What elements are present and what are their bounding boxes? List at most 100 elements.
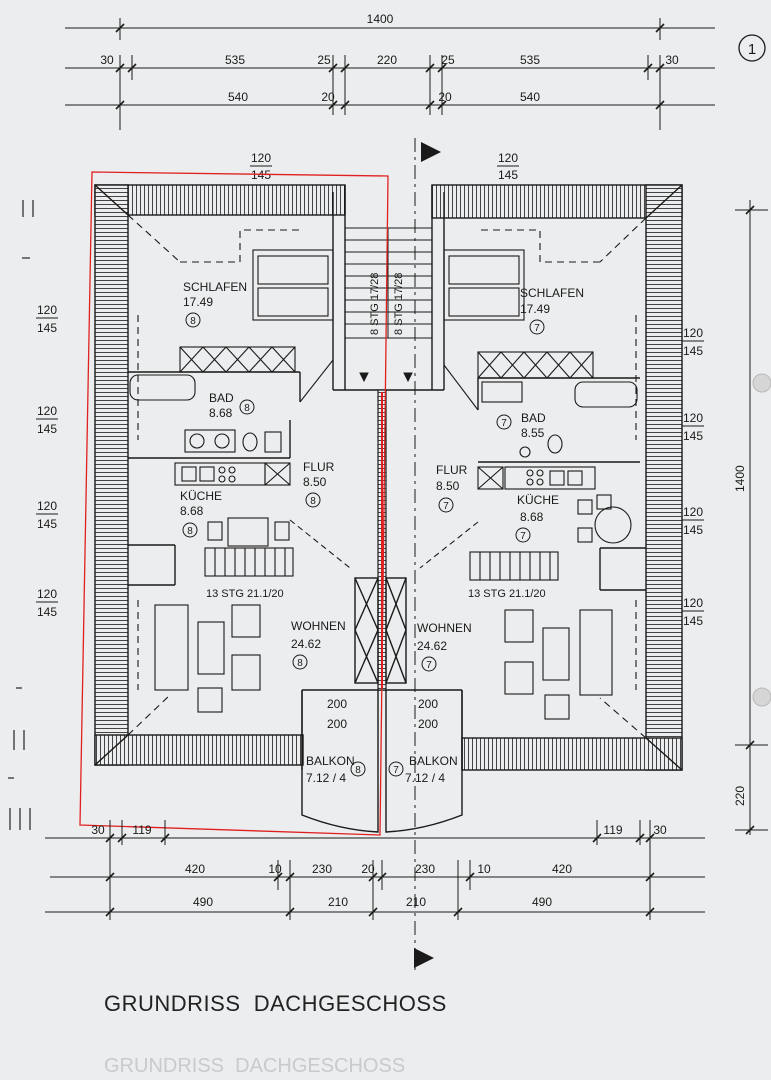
svg-text:8: 8 [310,496,316,507]
window-marks-right: 120 145 120 145 120 145 120 145 [682,326,704,628]
top-dimension-chains [65,18,715,130]
right-dimension-chain [735,200,768,835]
svg-text:210: 210 [406,895,426,909]
svg-text:17.49: 17.49 [520,302,550,316]
svg-text:24.62: 24.62 [291,637,321,651]
room-label-kueche-left: KÜCHE 8.68 8 [180,489,222,538]
window-mark-top-right: 120 145 [497,151,519,182]
svg-text:SCHLAFEN: SCHLAFEN [520,286,584,300]
svg-text:145: 145 [683,614,703,628]
binder-hole [752,687,771,707]
svg-text:120: 120 [683,326,703,340]
svg-text:8: 8 [244,403,250,414]
svg-text:BAD: BAD [521,411,546,425]
room-label-kueche-right: KÜCHE 8.68 7 [515,493,559,543]
svg-text:119: 119 [132,823,151,837]
svg-text:8: 8 [355,765,361,776]
window-marks-left: 120 145 120 145 120 145 120 145 [36,303,58,619]
svg-text:200: 200 [418,717,438,731]
svg-text:FLUR: FLUR [303,460,335,474]
svg-text:119: 119 [603,823,622,837]
top-dimension-ticks [115,23,665,110]
svg-text:20: 20 [321,90,335,104]
roof-lines [127,214,647,739]
svg-text:8.68: 8.68 [180,504,204,518]
right-furniture [419,249,638,720]
svg-text:24.62: 24.62 [417,639,447,653]
svg-text:30: 30 [91,823,105,837]
svg-text:25: 25 [441,53,455,67]
svg-text:KÜCHE: KÜCHE [517,493,559,507]
svg-text:145: 145 [498,168,518,182]
dim-top-row3: 540 20 20 540 [228,90,540,104]
svg-text:8.68: 8.68 [209,406,233,420]
svg-text:535: 535 [225,53,245,67]
svg-text:220: 220 [377,53,397,67]
svg-text:SCHLAFEN: SCHLAFEN [183,280,247,294]
svg-text:200: 200 [327,717,347,731]
balcony-dims-left: 200 200 [327,697,347,731]
svg-text:120: 120 [37,404,57,418]
svg-text:230: 230 [312,862,332,876]
svg-text:10: 10 [268,862,282,876]
svg-text:1: 1 [748,41,756,58]
svg-text:230: 230 [415,862,435,876]
svg-text:120: 120 [37,587,57,601]
svg-text:BAD: BAD [209,391,234,405]
room-label-wohnen-right: WOHNEN 24.62 7 [417,621,472,672]
dim-right-bottom: 220 [733,786,747,806]
svg-text:WOHNEN: WOHNEN [417,621,472,635]
svg-text:KÜCHE: KÜCHE [180,489,222,503]
room-label-balkon-right: 7 BALKON 7.12 / 4 [388,754,458,785]
svg-text:120: 120 [37,499,57,513]
svg-text:490: 490 [193,895,213,909]
svg-text:145: 145 [683,344,703,358]
svg-text:200: 200 [327,697,347,711]
room-label-schlafen-left: SCHLAFEN 17.49 8 [183,280,247,328]
highlight-outline [79,171,389,836]
svg-text:120: 120 [498,151,518,165]
drawing-title: GRUNDRISS DACHGESCHOSS [104,991,447,1016]
section-line [414,138,441,975]
dim-right-total: 1400 [733,465,747,492]
svg-text:8.68: 8.68 [520,510,544,524]
left-furniture [129,249,351,713]
svg-text:145: 145 [37,605,57,619]
room-label-bad-right: 7 BAD 8.55 [496,411,546,440]
svg-text:20: 20 [361,862,375,876]
svg-text:420: 420 [185,862,205,876]
svg-text:120: 120 [683,411,703,425]
svg-text:7: 7 [393,765,399,776]
svg-text:30: 30 [100,53,114,67]
stair-label-upper-left: 8 STG 17/28 [369,273,381,335]
room-label-wohnen-left: WOHNEN 24.62 8 [291,619,346,670]
exterior-walls [94,184,683,771]
svg-text:30: 30 [665,53,679,67]
svg-text:8.55: 8.55 [521,426,545,440]
svg-text:20: 20 [438,90,452,104]
bottom-dimension-ticks [105,833,655,917]
svg-text:8: 8 [297,658,303,669]
svg-text:145: 145 [683,523,703,537]
balcony-dims-right: 200 200 [418,697,438,731]
svg-text:BALKON: BALKON [306,754,355,768]
svg-text:120: 120 [683,596,703,610]
svg-text:210: 210 [328,895,348,909]
upper-stairs [344,227,433,383]
dim-bottom-row3: 490 210 210 490 [193,895,552,909]
svg-text:7: 7 [520,531,526,542]
svg-text:25: 25 [317,53,331,67]
svg-text:8: 8 [190,316,196,327]
svg-text:7: 7 [426,660,432,671]
svg-text:7.12 / 4: 7.12 / 4 [306,771,346,785]
svg-text:145: 145 [37,422,57,436]
svg-text:145: 145 [37,517,57,531]
svg-text:8.50: 8.50 [436,479,460,493]
room-label-balkon-left: BALKON 7.12 / 4 8 [306,754,366,785]
dim-bottom-row1: 30 119 119 30 [91,823,667,837]
svg-text:420: 420 [552,862,572,876]
svg-text:10: 10 [477,862,491,876]
svg-text:8: 8 [187,526,193,537]
stair-label-upper-right: 8 STG 17/28 [393,273,405,335]
